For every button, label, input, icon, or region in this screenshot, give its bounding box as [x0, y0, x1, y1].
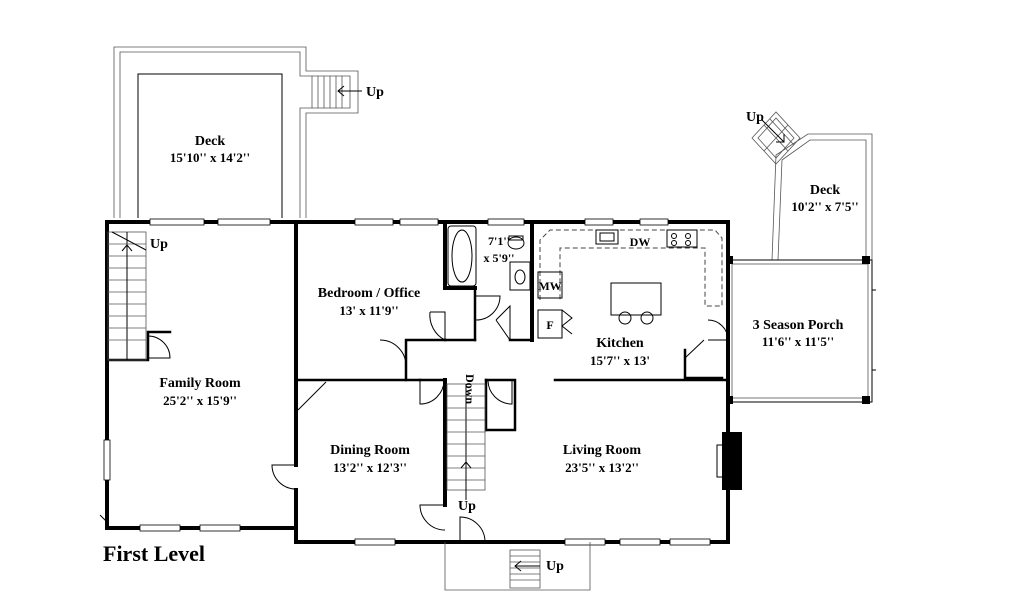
right-deck-steps	[751, 111, 801, 165]
bath-door	[475, 295, 501, 321]
microwave-label: MW	[538, 279, 561, 293]
deck-steps	[311, 76, 343, 108]
down-stair-label: Down	[463, 374, 477, 404]
front-steps-up-arrow-icon	[514, 560, 540, 572]
family-closet-door	[147, 335, 171, 359]
living-room-name: Living Room	[563, 443, 642, 458]
bedroom-name: Bedroom / Office	[318, 286, 420, 301]
bath-dims-line1: 7'1''	[488, 234, 510, 248]
porch-name: 3 Season Porch	[753, 318, 844, 333]
dining-door	[419, 379, 445, 405]
bathtub	[447, 225, 477, 287]
family-room-dims: 25'2'' x 15'9''	[163, 393, 237, 408]
kitchen-island	[610, 282, 662, 316]
family-stair-up-arrow-icon	[121, 244, 133, 300]
bathroom-fixtures: 7'1'' x 5'9''	[447, 225, 531, 291]
upper-deck: Up Deck 15'10'' x 14'2''	[113, 46, 384, 218]
exterior-walls	[105, 220, 730, 544]
front-door	[459, 516, 486, 543]
kitchen-closet-door	[684, 339, 705, 359]
dining-wall-mark	[297, 381, 327, 411]
bar-stool-icon	[618, 311, 632, 325]
porch-posts	[728, 256, 870, 404]
bar-stool-icon	[640, 311, 654, 325]
deck-up-arrow-icon	[337, 85, 362, 97]
toilet-icon	[507, 236, 525, 250]
tub-basin	[451, 229, 473, 283]
kitchen-fixtures: DW MW F	[537, 229, 723, 339]
microwave	[537, 271, 563, 299]
front-steps: Up	[444, 542, 591, 591]
hall-closet-door	[495, 304, 511, 341]
room-labels: Family Room 25'2'' x 15'9'' Bedroom / Of…	[159, 286, 650, 475]
front-steps-up-label: Up	[546, 559, 564, 574]
family-stairs: Up	[107, 231, 168, 361]
dining-room-name: Dining Room	[330, 443, 410, 458]
family-room-door	[271, 464, 297, 490]
right-deck: Up Deck 10'2'' x 7'5''	[746, 110, 873, 261]
fridge	[537, 309, 563, 339]
family-room-name: Family Room	[159, 376, 241, 391]
plan-title: First Level	[103, 541, 205, 566]
dishwasher-label: DW	[630, 235, 651, 249]
kitchen-dims: 15'7'' x 13'	[590, 353, 650, 368]
bedroom-door	[379, 339, 407, 367]
fridge-door-swing	[561, 309, 573, 335]
deck-up-label: Up	[366, 85, 384, 100]
right-deck-name: Deck	[810, 183, 841, 198]
interior-walls	[105, 220, 730, 530]
right-deck-up-arrow-icon	[761, 119, 785, 143]
right-deck-dims: 10'2'' x 7'5''	[791, 199, 858, 214]
kitchen-name: Kitchen	[596, 336, 644, 351]
bedroom-dims: 13' x 11'9''	[339, 303, 398, 318]
porch-door	[707, 319, 729, 341]
family-stair-up-label: Up	[150, 237, 168, 252]
upper-deck-name: Deck	[195, 134, 226, 149]
three-season-porch: 3 Season Porch 11'6'' x 11'5''	[727, 256, 876, 404]
dining-room-dims: 13'2'' x 12'3''	[333, 460, 407, 475]
center-stairs: Up Down	[446, 374, 486, 514]
bath-dims-line2: x 5'9''	[483, 251, 514, 265]
doors	[99, 295, 729, 543]
porch-dims: 11'6'' x 11'5''	[762, 334, 834, 349]
sink-icon	[514, 269, 526, 285]
toilet-tank	[508, 235, 524, 241]
family-corner-mark	[99, 514, 109, 524]
living-room-dims: 23'5'' x 13'2''	[565, 460, 639, 475]
stair-closet-door	[487, 379, 513, 405]
dining-side-door	[419, 504, 446, 531]
fridge-label: F	[546, 318, 553, 332]
kitchen-sink-icon	[595, 229, 619, 245]
fireplace	[716, 432, 742, 490]
center-stair-up-arrow-icon	[460, 461, 472, 500]
right-deck-up-label: Up	[746, 110, 764, 125]
vanity	[509, 261, 531, 291]
windows	[103, 218, 711, 546]
upper-deck-dims: 15'10'' x 14'2''	[170, 150, 250, 165]
cooktop-icon	[666, 229, 698, 248]
center-stair-up-label: Up	[458, 499, 476, 514]
bedroom-closet-door	[429, 311, 446, 341]
